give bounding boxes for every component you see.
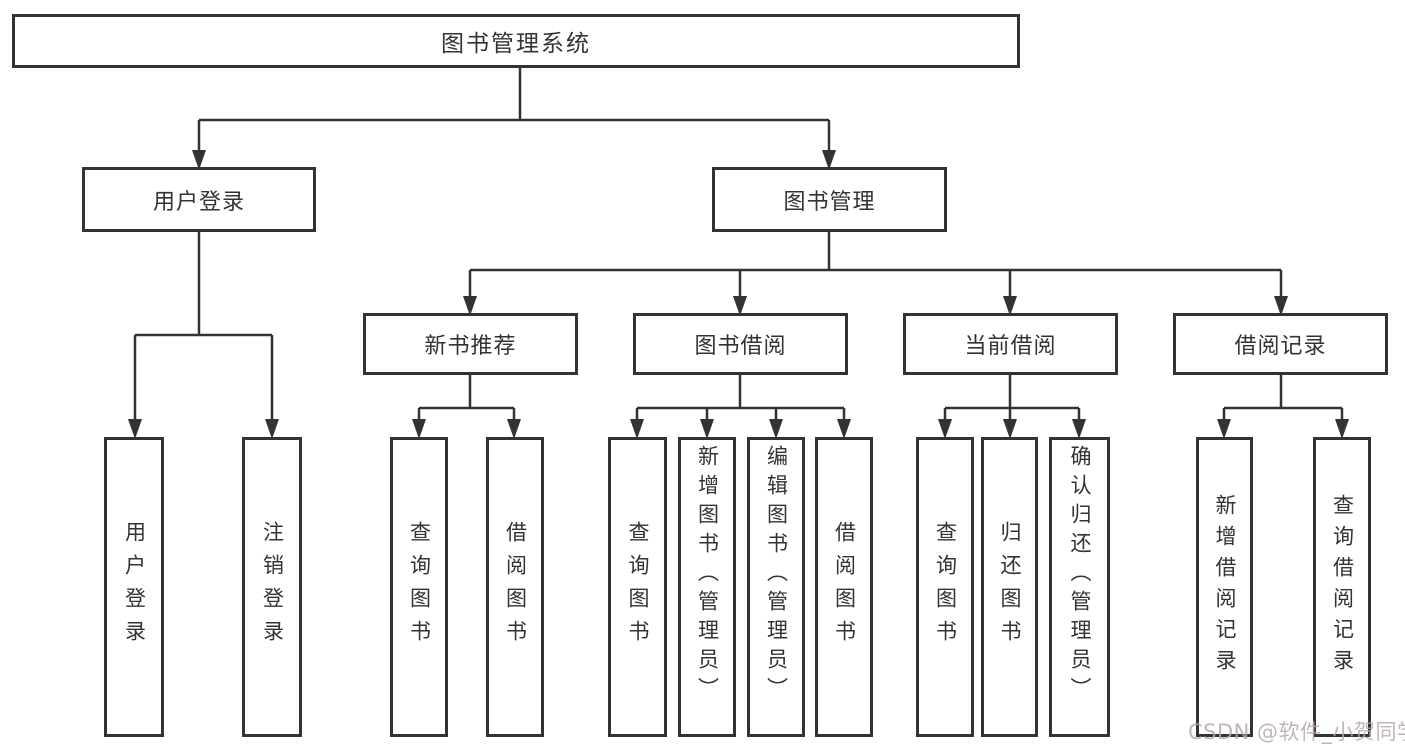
- leaf-current-return-book: 归还图书: [981, 437, 1038, 737]
- node-root-library-system: 图书管理系统: [12, 14, 1020, 68]
- leaf-label: 查询借阅记录: [1330, 494, 1355, 680]
- leaf-records-query-record: 查询借阅记录: [1313, 437, 1371, 737]
- leaf-label: 查询图书: [933, 521, 958, 653]
- node-new-book-recommend: 新书推荐: [363, 313, 578, 375]
- node-label: 当前借阅: [964, 334, 1057, 359]
- leaf-borrow-edit-book-admin: 编辑图书（管理员）: [747, 437, 805, 737]
- node-current-borrowing: 当前借阅: [903, 313, 1118, 375]
- leaf-records-add-record: 新增借阅记录: [1196, 437, 1253, 737]
- leaf-label: 借阅图书: [503, 521, 528, 653]
- leaf-user-login: 用户登录: [104, 437, 164, 737]
- node-label: 用户登录: [152, 189, 245, 215]
- leaf-label: 确认归还（管理员）: [1068, 445, 1092, 706]
- node-label: 图书管理系统: [441, 31, 591, 57]
- leaf-current-confirm-return-admin: 确认归还（管理员）: [1049, 437, 1110, 737]
- leaf-label: 新增图书（管理员）: [695, 445, 720, 706]
- leaf-logout: 注销登录: [242, 437, 302, 737]
- leaf-borrow-query-book: 查询图书: [608, 437, 667, 737]
- leaf-label: 编辑图书（管理员）: [764, 445, 789, 706]
- leaf-label: 查询图书: [407, 521, 432, 653]
- node-borrow-records: 借阅记录: [1173, 313, 1388, 375]
- node-label: 图书管理: [783, 189, 876, 215]
- leaf-current-query-book: 查询图书: [916, 437, 974, 737]
- node-label: 借阅记录: [1234, 334, 1327, 359]
- leaf-label: 借阅图书: [832, 521, 857, 653]
- leaf-newrec-borrow-book: 借阅图书: [486, 437, 544, 737]
- leaf-label: 查询图书: [626, 521, 650, 653]
- node-user-login: 用户登录: [82, 167, 316, 232]
- leaf-borrow-add-book-admin: 新增图书（管理员）: [678, 437, 736, 737]
- node-label: 新书推荐: [424, 334, 517, 359]
- leaf-label: 注销登录: [260, 521, 285, 653]
- leaf-borrow-borrow-book: 借阅图书: [815, 437, 873, 737]
- node-book-management: 图书管理: [712, 167, 947, 232]
- leaf-newrec-query-book: 查询图书: [390, 437, 448, 737]
- csdn-watermark: CSDN @软件_小贺同学: [1188, 720, 1405, 744]
- node-label: 图书借阅: [694, 334, 787, 359]
- arrowheads: [128, 150, 1349, 439]
- leaf-label: 归还图书: [998, 521, 1022, 653]
- node-book-borrowing: 图书借阅: [633, 313, 848, 375]
- leaf-label: 用户登录: [122, 521, 147, 653]
- leaf-label: 新增借阅记录: [1213, 494, 1237, 680]
